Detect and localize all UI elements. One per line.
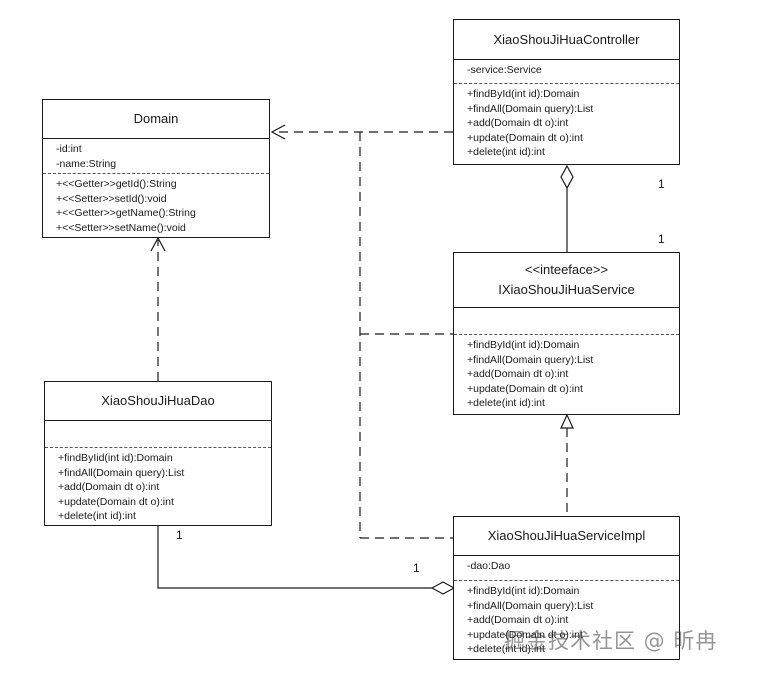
operation: +findAll(Domain query):List — [58, 466, 185, 479]
operation: +<<Setter>>setId():void — [56, 192, 167, 205]
class-dao-header: XiaoShouJiHuaDao — [45, 382, 271, 421]
operation: +findAll(Domain query):List — [467, 599, 594, 612]
operation: +add(Domain dt o):int — [467, 368, 569, 381]
dependency-bus — [359, 132, 453, 539]
operation: +delete(int id):int — [467, 397, 545, 410]
operation: +update(Domain dt o):int — [467, 131, 583, 144]
operation: +update(Domain dt o):int — [58, 495, 174, 508]
class-service-impl[interactable]: XiaoShouJiHuaServiceImpl -dao:Dao +findB… — [453, 516, 680, 660]
class-domain-name: Domain — [133, 111, 179, 126]
class-domain-attributes: -id:int -name:String — [43, 139, 269, 174]
class-service-impl-attributes: -dao:Dao — [454, 556, 679, 581]
interface-service-header: <<inteeface>> IXiaoShouJiHuaService — [454, 253, 679, 308]
operation: +findById(int id):Domain — [467, 339, 580, 351]
attribute: -dao:Dao — [467, 560, 511, 572]
operation: +add(Domain dt o):int — [58, 481, 160, 494]
multiplicity-service-end: 1 — [658, 232, 665, 246]
operation: +findAll(Domain query):List — [467, 102, 594, 115]
impl-service-realization — [560, 413, 574, 516]
impl-dao-aggregation — [157, 526, 456, 595]
class-dao-name: XiaoShouJiHuaDao — [101, 393, 215, 408]
class-controller-attributes: -service:Service — [454, 60, 679, 84]
operation: +update(Domain dt o):int — [467, 628, 583, 641]
interface-service[interactable]: <<inteeface>> IXiaoShouJiHuaService +fin… — [453, 252, 680, 415]
controller-service-aggregation — [560, 164, 574, 252]
interface-service-stereotype: <<inteeface>> — [524, 262, 609, 277]
operation: +findByIid(int id):Domain — [58, 452, 173, 464]
class-dao-operations: +findByIid(int id):Domain +findAll(Domai… — [45, 448, 271, 526]
multiplicity-dao-end: 1 — [176, 528, 183, 542]
operation: +findById(int id):Domain — [467, 88, 580, 100]
operation: +findAll(Domain query):List — [467, 353, 594, 366]
operation: +<<Setter>>setName():void — [56, 221, 186, 234]
class-service-impl-name: XiaoShouJiHuaServiceImpl — [487, 528, 646, 543]
operation: +delete(int id):int — [467, 146, 545, 159]
controller-domain-dependency — [270, 124, 453, 140]
class-controller-name: XiaoShouJiHuaController — [493, 31, 640, 47]
class-service-impl-operations: +findById(int id):Domain +findAll(Domain… — [454, 581, 679, 659]
operation: +update(Domain dt o):int — [467, 382, 583, 395]
dao-domain-dependency — [150, 236, 166, 381]
class-service-impl-header: XiaoShouJiHuaServiceImpl — [454, 517, 679, 556]
multiplicity-controller-end: 1 — [658, 177, 665, 191]
interface-service-name: IXiaoShouJiHuaService — [498, 282, 635, 297]
class-controller[interactable]: XiaoShouJiHuaController -service:Service… — [453, 19, 680, 165]
class-controller-header: XiaoShouJiHuaController — [454, 20, 679, 60]
attribute: -id:int — [56, 143, 82, 155]
class-domain-header: Domain — [43, 100, 269, 139]
operation: +<<Getter>>getId():String — [56, 178, 177, 190]
interface-service-attributes — [454, 308, 679, 335]
operation: +add(Domain dt o):int — [467, 614, 569, 627]
class-dao-attributes — [45, 421, 271, 448]
class-controller-operations: +findById(int id):Domain +findAll(Domain… — [454, 84, 679, 162]
interface-service-operations: +findById(int id):Domain +findAll(Domain… — [454, 335, 679, 413]
class-domain-operations: +<<Getter>>getId():String +<<Setter>>set… — [43, 174, 269, 237]
operation: +delete(int id):int — [467, 643, 545, 656]
multiplicity-impl-end: 1 — [413, 561, 420, 575]
class-dao[interactable]: XiaoShouJiHuaDao +findByIid(int id):Doma… — [44, 381, 272, 526]
operation: +add(Domain dt o):int — [467, 117, 569, 130]
watermark-text: 掘金技术社区 @ 昕冉 — [504, 629, 718, 653]
class-domain[interactable]: Domain -id:int -name:String +<<Getter>>g… — [42, 99, 270, 238]
operation: +delete(int id):int — [58, 510, 136, 523]
attribute: -name:String — [56, 158, 117, 170]
attribute: -service:Service — [467, 64, 542, 76]
operation: +findById(int id):Domain — [467, 585, 580, 597]
operation: +<<Getter>>getName():String — [56, 207, 196, 220]
